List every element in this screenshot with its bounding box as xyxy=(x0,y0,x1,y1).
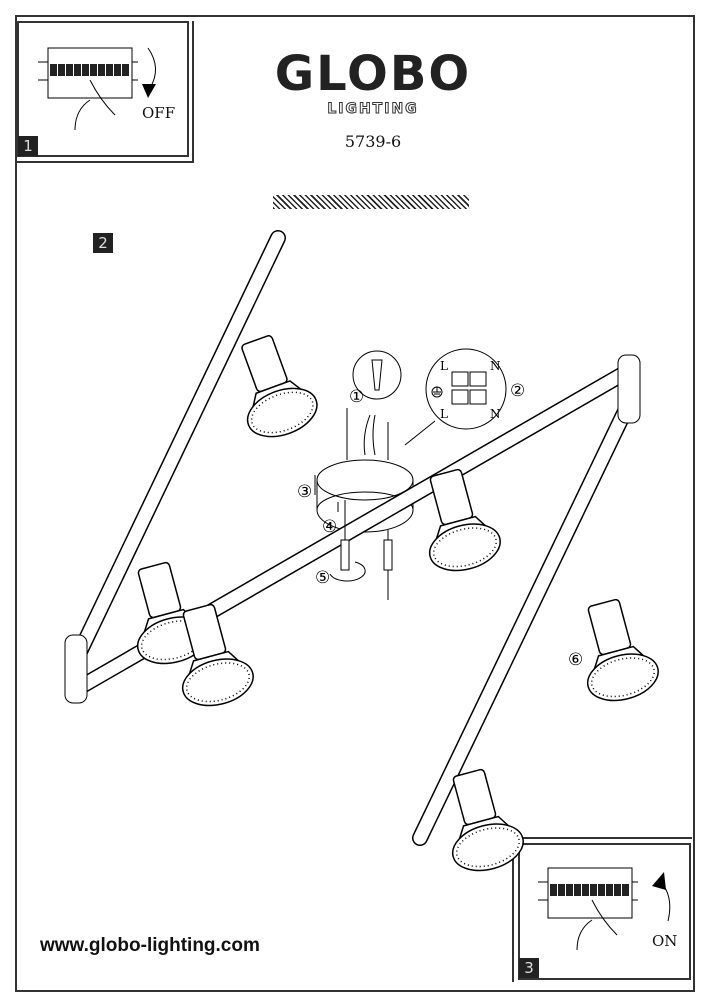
breaker-switch xyxy=(566,884,573,896)
on-arrow-icon xyxy=(652,872,671,922)
breaker-switch xyxy=(58,64,65,76)
breaker-switch xyxy=(122,64,129,76)
wiring-labels: L N L N xyxy=(431,359,501,421)
step-2-badge: 2 xyxy=(93,233,113,253)
arm-right xyxy=(412,397,636,846)
breaker-switch xyxy=(74,64,81,76)
live-top-label: L xyxy=(440,359,448,373)
breaker-switch xyxy=(106,64,113,76)
callout-6: ⑥ xyxy=(568,650,583,670)
breaker-switch xyxy=(114,64,121,76)
divider xyxy=(512,837,514,982)
off-label: OFF xyxy=(142,104,176,122)
step-1-badge: 1 xyxy=(18,136,38,156)
spotlight xyxy=(241,335,318,438)
earth-ground-icon xyxy=(431,386,443,398)
live-bottom-label: L xyxy=(440,407,448,421)
breaker-switch xyxy=(574,884,581,896)
breaker-switch xyxy=(590,884,597,896)
breaker-switch xyxy=(90,64,97,76)
neutral-bottom-label: N xyxy=(490,407,501,421)
arm-left xyxy=(68,230,286,668)
breaker-switch xyxy=(606,884,613,896)
callout-5: ⑤ xyxy=(315,568,330,588)
divider xyxy=(192,21,194,162)
off-arrow-icon xyxy=(142,47,156,98)
brand-subtitle: LIGHTING xyxy=(327,101,419,118)
neutral-top-label: N xyxy=(490,359,501,373)
ceiling-hatch xyxy=(273,195,469,209)
spotlight xyxy=(181,603,254,707)
spotlight xyxy=(451,768,524,872)
model-number: 5739-6 xyxy=(344,132,402,151)
website-url: www.globo-lighting.com xyxy=(40,935,260,956)
callout-4: ④ xyxy=(322,517,337,537)
divider xyxy=(17,161,194,163)
breaker-on-illustration xyxy=(538,867,638,951)
step-1-panel xyxy=(17,21,189,157)
step-3-badge: 3 xyxy=(519,958,539,978)
breaker-switch xyxy=(582,884,589,896)
breaker-switch xyxy=(50,64,57,76)
spotlight xyxy=(586,598,659,702)
breaker-switch xyxy=(598,884,605,896)
breaker-switch xyxy=(614,884,621,896)
breaker-switch xyxy=(558,884,565,896)
spotlight xyxy=(428,468,501,572)
canopy xyxy=(316,459,414,533)
callout-3: ③ xyxy=(297,482,312,502)
on-label: ON xyxy=(652,932,678,950)
breaker-switch xyxy=(550,884,557,896)
breaker-off-illustration xyxy=(38,47,138,131)
divider xyxy=(512,837,692,839)
breaker-switch xyxy=(98,64,105,76)
breaker-switch xyxy=(82,64,89,76)
callout-1: ① xyxy=(349,387,364,407)
breaker-switch xyxy=(66,64,73,76)
step-3-panel xyxy=(518,843,691,980)
breaker-switch xyxy=(622,884,629,896)
page-border xyxy=(15,15,695,992)
callout-2: ② xyxy=(510,381,525,401)
brand-logo: GLOBO xyxy=(274,46,472,102)
